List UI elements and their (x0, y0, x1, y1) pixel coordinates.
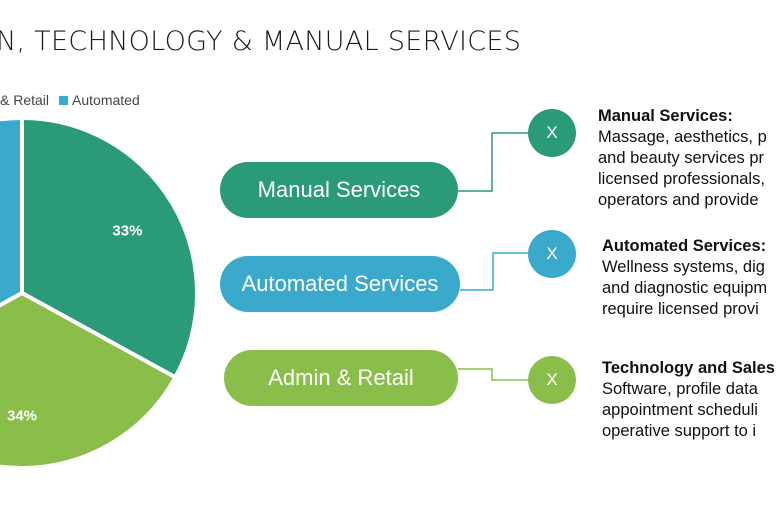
connector-admin (458, 368, 528, 381)
desc-admin: Technology and Sales Software, profile d… (602, 358, 775, 442)
desc-manual-line: licensed professionals, (598, 170, 765, 188)
desc-automated-line: and diagnostic equipm (602, 279, 768, 297)
desc-automated-line: Wellness systems, dig (602, 258, 765, 276)
chart-legend: & Retail Automated (0, 92, 140, 108)
pill-automated-services: Automated Services (220, 256, 460, 312)
connector-automated (460, 252, 528, 291)
desc-admin-line: operative support to i (602, 422, 757, 440)
desc-admin-heading: Technology and Sales (602, 359, 775, 377)
pie-slice-admin (0, 290, 179, 470)
marker-automated: X (528, 230, 576, 278)
desc-admin-line: Software, profile data (602, 380, 758, 398)
desc-manual-line: Massage, aesthetics, p (598, 128, 767, 146)
desc-manual-line: operators and provide (598, 191, 759, 209)
marker-admin: X (528, 356, 576, 404)
legend-swatch-automated (59, 95, 69, 105)
pie-label-manual: 33% (112, 223, 142, 240)
pill-manual-services: Manual Services (220, 162, 458, 218)
desc-manual-line: and beauty services pr (598, 149, 765, 167)
pie-label-admin: 34% (7, 408, 37, 425)
marker-manual: X (528, 109, 576, 157)
pill-admin-retail: Admin & Retail (224, 350, 458, 406)
desc-automated-heading: Automated Services: (602, 237, 767, 255)
desc-automated-line: require licensed provi (602, 300, 759, 318)
desc-manual: Manual Services: Massage, aesthetics, p … (598, 106, 767, 211)
desc-automated: Automated Services: Wellness systems, di… (602, 236, 767, 320)
desc-manual-heading: Manual Services: (598, 107, 733, 125)
slide-title: N, TECHNOLOGY & MANUAL SERVICES (0, 26, 522, 57)
pie-slice-automated (0, 115, 24, 308)
connector-manual (458, 132, 528, 192)
pie-slice-manual (20, 115, 199, 381)
legend-label-automated: Automated (72, 92, 140, 108)
legend-label-retail: & Retail (0, 92, 50, 108)
desc-admin-line: appointment scheduli (602, 401, 758, 419)
